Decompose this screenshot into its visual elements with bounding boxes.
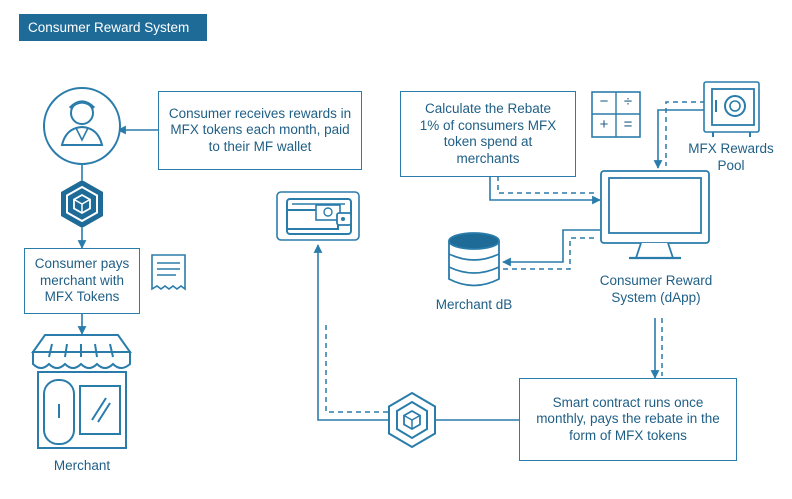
path-calc-to-monitor bbox=[489, 176, 601, 205]
merchant-label: Merchant bbox=[53, 458, 111, 473]
dashed-pool-to-monitor bbox=[665, 101, 705, 166]
path-token-to-wallet bbox=[313, 244, 388, 421]
merchant-db-label: Merchant dB bbox=[435, 297, 513, 312]
calc-equals-symbol: = bbox=[623, 116, 633, 133]
calc-divide-symbol: ÷ bbox=[623, 93, 633, 110]
receive-rewards-box: Consumer receives rewards in MFX tokens … bbox=[158, 91, 362, 170]
dashed-token-to-wallet bbox=[325, 325, 388, 413]
diagram-title: Consumer Reward System bbox=[19, 14, 207, 41]
dashed-calc-to-monitor bbox=[497, 176, 598, 194]
calc-plus-symbol: + bbox=[599, 116, 609, 133]
dapp-label: Consumer Reward System (dApp) bbox=[599, 273, 713, 305]
path-monitor-to-db bbox=[502, 229, 600, 267]
calculate-rebate-box: Calculate the Rebate 1% of consumers MFX… bbox=[400, 91, 576, 177]
rewards-pool-label: MFX Rewards Pool bbox=[688, 141, 774, 173]
calc-minus-symbol: − bbox=[599, 93, 609, 110]
smart-contract-box: Smart contract runs once monthly, pays t… bbox=[519, 378, 737, 461]
consumer-pays-box: Consumer pays merchant with MFX Tokens bbox=[24, 248, 140, 314]
dashed-db-to-monitor bbox=[503, 237, 598, 270]
path-pool-to-monitor bbox=[653, 109, 705, 169]
